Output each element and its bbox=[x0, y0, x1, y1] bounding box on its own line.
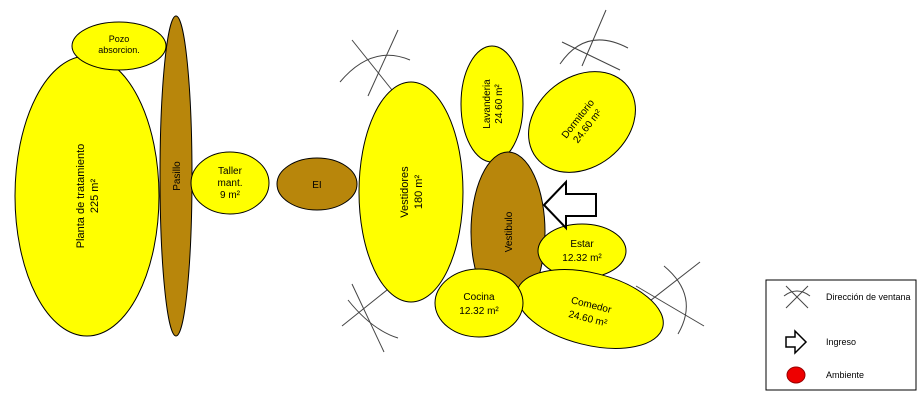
label-ei: EI bbox=[312, 180, 321, 191]
space-icon bbox=[786, 366, 806, 384]
label-vestidores-line1: Vestidores bbox=[399, 166, 411, 218]
label-planta-line2: 225 m² bbox=[89, 179, 101, 214]
label-lavanderia-line1: Lavanderia bbox=[482, 79, 493, 129]
label-vestidores-line2: 180 m² bbox=[413, 175, 425, 210]
window-direction-vestidores-top bbox=[339, 29, 411, 97]
label-cocina-line1: Cocina bbox=[463, 292, 495, 303]
bubble-ei bbox=[276, 157, 358, 211]
window-direction-vestidores-bottom bbox=[341, 283, 399, 353]
label-estar-line2: 12.32 m² bbox=[562, 253, 602, 264]
window-direction-dormitorio bbox=[559, 9, 629, 71]
label-pozo-line2: absorcion. bbox=[98, 45, 140, 55]
legend-ventana-label: Dirección de ventana bbox=[826, 292, 911, 302]
label-lavanderia-line2: 24.60 m² bbox=[494, 84, 505, 124]
bubble-pozo-absorcion bbox=[71, 21, 167, 71]
legend-ambiente-label: Ambiente bbox=[826, 370, 864, 380]
label-vestibulo: Vestibulo bbox=[504, 211, 515, 252]
bubble-cocina bbox=[434, 268, 524, 338]
label-estar-line1: Estar bbox=[570, 239, 594, 250]
legend: Dirección de ventana Ingreso Ambiente bbox=[765, 279, 917, 391]
bubble-vestidores bbox=[358, 81, 464, 303]
entrance-icon bbox=[785, 329, 808, 355]
entrance-arrow bbox=[542, 179, 597, 231]
legend-ingreso-label: Ingreso bbox=[826, 337, 856, 347]
label-planta-line1: Planta de tratamiento bbox=[75, 144, 87, 249]
bubble-planta-tratamiento bbox=[14, 55, 160, 337]
label-pasillo: Pasillo bbox=[172, 161, 183, 191]
window-direction-icon bbox=[783, 285, 811, 309]
bubble-taller bbox=[190, 151, 270, 215]
bubble-dormitorio bbox=[528, 71, 636, 173]
label-taller-line2: mant. bbox=[217, 178, 242, 189]
label-taller-line1: Taller bbox=[218, 166, 243, 177]
label-pozo-line1: Pozo bbox=[109, 34, 130, 44]
label-taller-line3: 9 m² bbox=[220, 190, 241, 201]
label-cocina-line2: 12.32 m² bbox=[459, 306, 499, 317]
